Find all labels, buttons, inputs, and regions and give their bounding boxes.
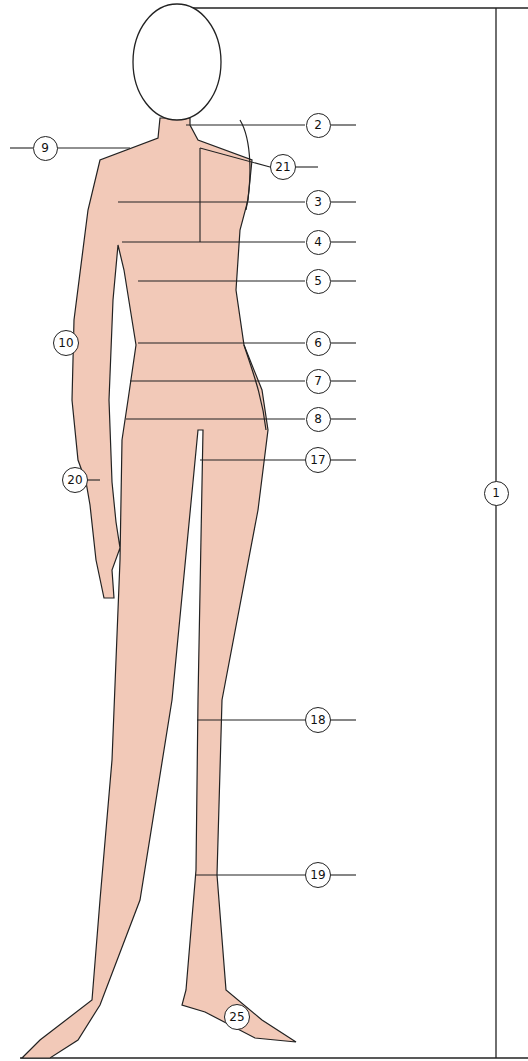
- callout-number: 3: [314, 196, 322, 208]
- callout-circle: 5: [306, 269, 331, 294]
- callout-number: 2: [314, 119, 322, 131]
- callout-number: 6: [314, 337, 322, 349]
- callout-number: 25: [229, 1011, 244, 1023]
- callout-number: 1: [492, 487, 500, 499]
- callout-number: 9: [41, 142, 49, 154]
- callout-circle: 2: [306, 113, 331, 138]
- callout-circle: 3: [306, 190, 331, 215]
- callout-circle: 4: [306, 230, 331, 255]
- callout-number: 20: [67, 474, 82, 486]
- callout-number: 8: [314, 413, 322, 425]
- callout-number: 18: [310, 714, 325, 726]
- callout-circle: 8: [306, 407, 331, 432]
- callout-circle: 25: [224, 1004, 250, 1030]
- callout-number: 17: [310, 454, 325, 466]
- callout-number: 7: [314, 375, 322, 387]
- callout-circle: 20: [62, 467, 88, 493]
- callout-number: 21: [275, 161, 290, 173]
- callout-number: 5: [314, 275, 322, 287]
- callout-circle: 18: [305, 707, 331, 733]
- callout-number: 4: [314, 236, 322, 248]
- callout-circle: 17: [305, 447, 331, 473]
- callout-circle: 19: [305, 862, 331, 888]
- callout-circle: 1: [484, 481, 509, 506]
- callout-circle: 9: [33, 136, 58, 161]
- callout-circle: 10: [53, 330, 79, 356]
- callout-circle: 21: [270, 154, 296, 180]
- callout-circle: 7: [306, 369, 331, 394]
- callout-number: 10: [58, 337, 73, 349]
- callout-number: 19: [310, 869, 325, 881]
- callout-circle: 6: [306, 331, 331, 356]
